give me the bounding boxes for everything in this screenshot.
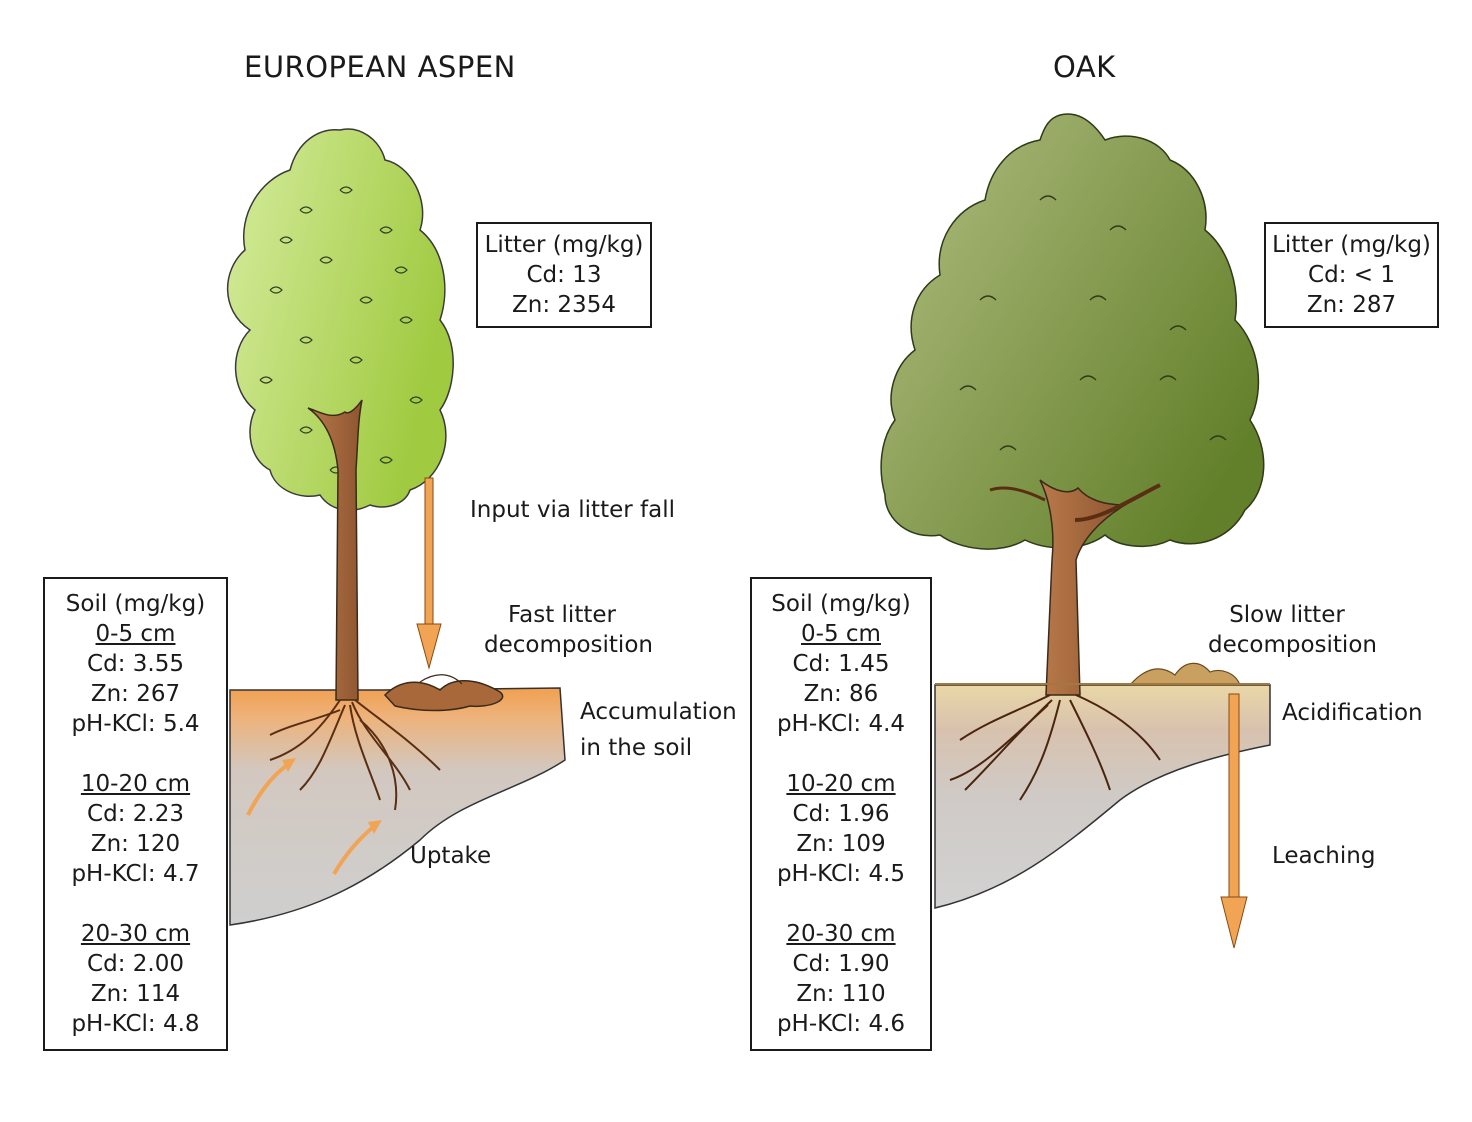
aspen-decomposition-line-1: Fast litter [508,602,616,628]
oak-cd-2: Cd: 1.96 [792,801,890,827]
aspen-ph-3: pH-KCl: 4.8 [71,1011,200,1037]
aspen-litter-pile [383,674,504,712]
aspen-soil-header: Soil (mg/kg) [65,591,206,617]
oak-ph-1: pH-KCl: 4.4 [776,711,906,737]
oak-ph-2: pH-KCl: 4.5 [776,861,906,887]
aspen-uptake-label: Uptake [410,843,492,869]
aspen-roots [269,699,441,811]
oak-litter-header: Litter (mg/kg) [1272,232,1431,258]
oak-depth-2: 10-20 cm [786,771,896,797]
oak-zn-1: Zn: 86 [803,681,879,707]
oak-leaching-label: Leaching [1272,843,1376,869]
aspen-litter-cd: Cd: 13 [526,262,602,288]
oak-decomposition-line-1: Slow litter [1229,602,1345,628]
oak-litter-cd: Cd: < 1 [1308,262,1395,288]
aspen-zn-1: Zn: 267 [90,681,181,707]
oak-decomposition-label: Slow litter decomposition [1208,600,1377,660]
oak-litter-zn: Zn: 287 [1306,292,1397,318]
aspen-cd-1: Cd: 3.55 [87,651,184,677]
oak-leaf-marks [959,195,1227,451]
aspen-decomposition-line-2: decomposition [484,632,653,658]
aspen-ph-1: pH-KCl: 5.4 [71,711,200,737]
oak-soil [934,684,1271,909]
oak-soil-box: Soil (mg/kg) 0-5 cm Cd: 1.45 Zn: 86 pH-K… [750,577,932,1051]
aspen-trunk [307,399,363,701]
aspen-litter-header: Litter (mg/kg) [484,232,644,258]
aspen-litter-box: Litter (mg/kg) Cd: 13 Zn: 2354 [476,222,652,328]
aspen-title: EUROPEAN ASPEN [244,50,516,84]
aspen-input-label: Input via litter fall [470,497,675,523]
oak-litter-box: Litter (mg/kg) Cd: < 1 Zn: 287 [1264,222,1439,328]
aspen-cd-2: Cd: 2.23 [87,801,184,827]
oak-ph-3: pH-KCl: 4.6 [776,1011,906,1037]
aspen-accumulation-line-1: Accumulation [580,699,737,725]
oak-leaching-arrow [1220,693,1248,949]
oak-zn-2: Zn: 109 [796,831,886,857]
aspen-litter-zn: Zn: 2354 [512,292,616,318]
oak-roots [949,694,1161,801]
aspen-accumulation-label: Accumulation in the soil [580,694,737,766]
aspen-depth-2: 10-20 cm [80,771,191,797]
oak-acidification-label: Acidification [1282,700,1423,726]
aspen-cd-3: Cd: 2.00 [87,951,184,977]
oak-soil-header: Soil (mg/kg) [771,591,911,617]
oak-cd-3: Cd: 1.90 [792,951,890,977]
oak-zn-3: Zn: 110 [796,981,886,1007]
oak-decomposition-line-2: decomposition [1208,632,1377,658]
oak-cd-1: Cd: 1.45 [792,651,890,677]
oak-title: OAK [1053,50,1116,84]
aspen-zn-2: Zn: 120 [90,831,181,857]
oak-depth-1: 0-5 cm [801,621,881,647]
oak-canopy [880,113,1265,550]
aspen-leaf-marks [259,186,423,474]
aspen-soil-box: Soil (mg/kg) 0-5 cm Cd: 3.55 Zn: 267 pH-… [43,577,228,1051]
oak-litter-layer [935,662,1270,686]
oak-depth-3: 20-30 cm [786,921,896,947]
aspen-soil [229,687,566,926]
aspen-decomposition-label: Fast litter decomposition [484,600,653,660]
aspen-uptake-arrow-2 [332,820,382,876]
aspen-litter-fall-arrow [416,477,442,670]
aspen-depth-3: 20-30 cm [80,921,191,947]
oak-trunk [989,479,1161,696]
aspen-ph-2: pH-KCl: 4.7 [71,861,200,887]
aspen-depth-1: 0-5 cm [95,621,176,647]
aspen-uptake-arrow-1 [246,758,296,816]
aspen-accumulation-line-2: in the soil [580,735,693,761]
aspen-zn-3: Zn: 114 [90,981,181,1007]
